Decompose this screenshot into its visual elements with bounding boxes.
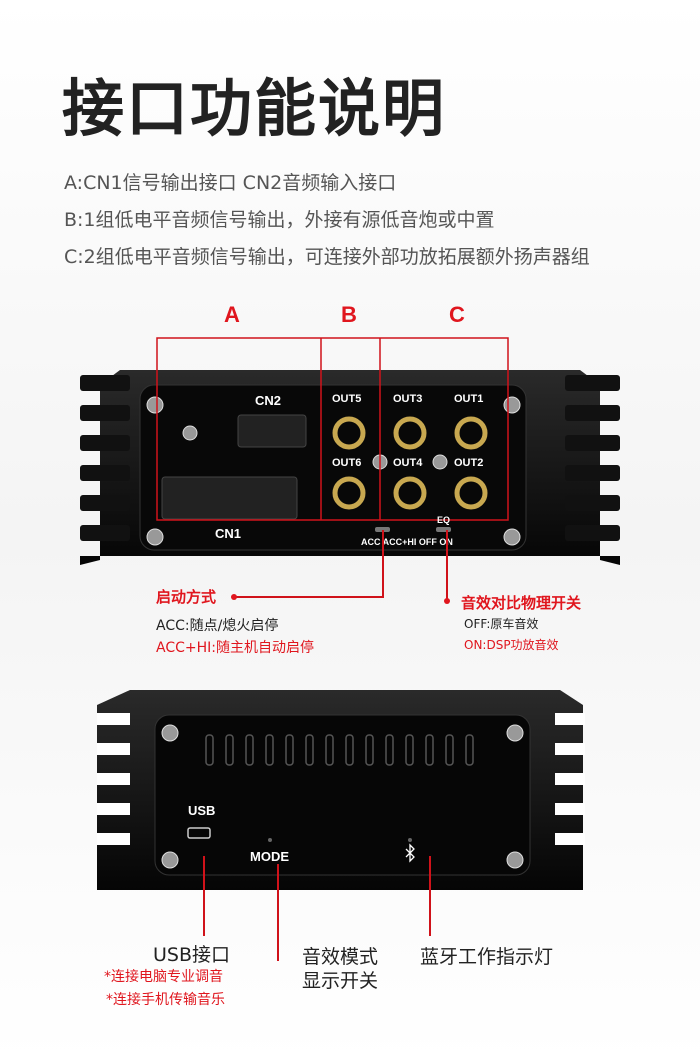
bluetooth-title: 蓝牙工作指示灯	[420, 946, 554, 968]
amplifier-front-image	[80, 337, 620, 565]
eq-on: ON:DSP功放音效	[464, 638, 559, 652]
out1-label: OUT1	[454, 393, 484, 405]
description-a: A:CN1信号输出接口 CN2音频输入接口	[64, 172, 397, 194]
mode-label: MODE	[250, 849, 289, 864]
startup-acc-hi: ACC+HI:随主机自动启停	[156, 640, 314, 656]
usb-note-1: *连接电脑专业调音	[104, 969, 223, 985]
eq-off: OFF:原车音效	[464, 617, 539, 631]
switch-labels: ACC ACC+HI OFF ON	[361, 537, 453, 547]
mode-callout-line	[277, 864, 279, 961]
out6-label: OUT6	[332, 457, 362, 469]
startup-callout-dot	[231, 594, 237, 600]
startup-callout-line	[382, 530, 384, 597]
section-b-label: B	[341, 302, 357, 327]
startup-acc: ACC:随点/熄火启停	[156, 618, 279, 634]
eq-switch-title: 音效对比物理开关	[461, 594, 582, 612]
mode-line-2: 显示开关	[302, 970, 379, 992]
out4-label: OUT4	[393, 457, 423, 469]
description-c: C:2组低电平音频信号输出，可连接外部功放拓展额外扬声器组	[64, 246, 590, 268]
eq-label: EQ	[437, 515, 451, 525]
usb-callout-line	[203, 856, 205, 936]
out2-label: OUT2	[454, 457, 484, 469]
usb-note-2: *连接手机传输音乐	[106, 992, 225, 1008]
section-a-label: A	[224, 302, 240, 327]
page-title: 接口功能说明	[62, 72, 447, 145]
out5-label: OUT5	[332, 393, 362, 405]
amplifier-rear-image	[97, 690, 585, 890]
eq-callout-dot	[444, 598, 450, 604]
eq-callout-line	[446, 530, 448, 600]
cn2-label: CN2	[255, 393, 282, 408]
bluetooth-callout-line	[429, 856, 431, 936]
startup-callout-line-h	[234, 596, 384, 598]
description-b: B:1组低电平音频信号输出，外接有源低音炮或中置	[64, 209, 495, 231]
usb-port-label: USB	[188, 803, 216, 818]
out3-label: OUT3	[393, 393, 423, 405]
startup-title: 启动方式	[156, 588, 217, 606]
section-c-label: C	[449, 302, 465, 327]
cn1-label: CN1	[215, 526, 242, 541]
mode-line-1: 音效模式	[302, 946, 379, 968]
usb-title: USB接口	[153, 944, 231, 966]
